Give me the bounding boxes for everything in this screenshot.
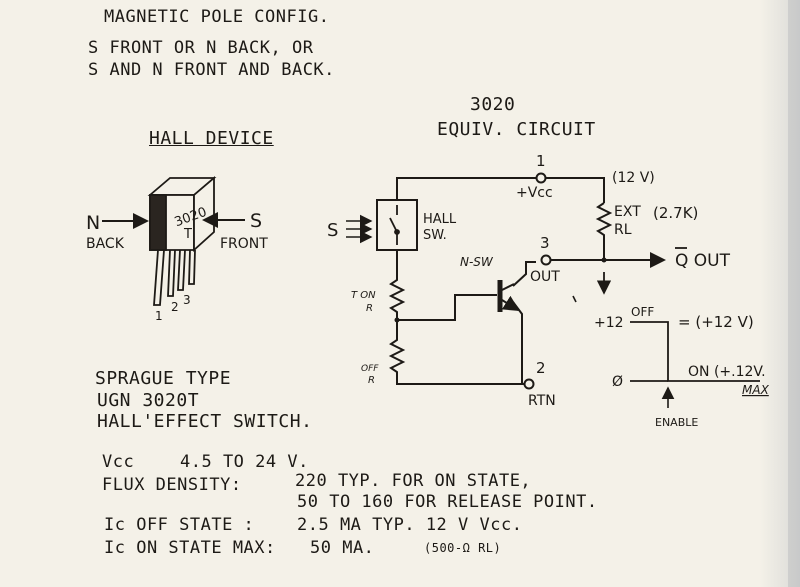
pole-config-line-2: S AND N FRONT AND BACK. [88, 60, 335, 80]
rtn-label: RTN [528, 393, 556, 409]
device-marking-t: T [183, 227, 192, 242]
spec-vcc-label: Vcc [102, 452, 135, 472]
rl-label: RL [614, 222, 632, 238]
timing-max: MAX [742, 383, 770, 397]
timing-plus12: +12 [594, 315, 624, 331]
spec-ic-off-value: 2.5 MA TYP. 12 V Vcc. [297, 515, 523, 535]
device-pin-3: 3 [183, 293, 191, 307]
hall-sw-label-2: SW. [423, 228, 447, 243]
ton-r-label: R [366, 303, 373, 314]
scan-edge-shadow [760, 0, 800, 587]
circuit-pin-1: 1 [536, 152, 546, 170]
part-number-line: UGN 3020T [97, 390, 200, 411]
circuit-title-number: 3020 [470, 94, 516, 115]
circuit-s-label: S [327, 220, 338, 241]
hall-device-package [147, 176, 217, 306]
stray-mark [572, 295, 577, 303]
spec-flux-value-2: 50 TO 160 FOR RELEASE POINT. [297, 492, 598, 512]
device-label-s: S [250, 210, 262, 232]
vcc-label: +Vcc [516, 185, 553, 201]
off-label: OFF [361, 364, 379, 374]
field-arrows [346, 214, 373, 244]
sprague-type-line: SPRAGUE TYPE [95, 368, 232, 389]
scan-edge-border [788, 0, 800, 587]
terminal-pin-3 [540, 254, 552, 266]
hall-effect-switch-line: HALL'EFFECT SWITCH. [97, 411, 313, 432]
pole-config-line-1: S FRONT OR N BACK, OR [88, 38, 314, 58]
spec-ic-on-value: 50 MA. [310, 538, 375, 558]
enable-waveform [630, 321, 760, 382]
circuit-wiring [376, 177, 613, 385]
spec-flux-label: FLUX DENSITY: [102, 475, 242, 495]
supply-label: (12 V) [612, 170, 655, 186]
timing-enable: ENABLE [655, 416, 698, 429]
terminal-pin-1 [535, 172, 547, 184]
device-pin-2: 2 [171, 300, 179, 314]
divider-node-dot [394, 317, 400, 323]
timing-zero: Ø [612, 374, 623, 390]
ext-value: (2.7K) [653, 204, 698, 222]
timing-off: OFF [631, 305, 654, 319]
device-label-front: FRONT [220, 236, 268, 252]
device-pin-1: 1 [155, 309, 163, 323]
hall-switch-contact [389, 205, 400, 245]
hall-device-title: HALL DEVICE [149, 128, 274, 149]
q-out-label: Q OUT [675, 251, 731, 271]
nsw-label: N-SW [460, 255, 494, 269]
ext-label: EXT [614, 204, 641, 220]
spec-flux-value-1: 220 TYP. FOR ON STATE, [295, 471, 532, 491]
spec-ic-on-label: Ic ON STATE MAX: [104, 538, 276, 558]
circuit-pin-2: 2 [536, 359, 546, 377]
device-label-n: N [86, 212, 100, 234]
circuit-pin-3: 3 [540, 234, 550, 252]
transistor-collector [501, 283, 515, 291]
spec-vcc-value: 4.5 TO 24 V. [180, 452, 309, 472]
pole-config-title: MAGNETIC POLE CONFIG. [104, 7, 330, 27]
circuit-title: EQUIV. CIRCUIT [437, 119, 596, 140]
terminal-pin-2 [523, 378, 535, 390]
hall-sw-label: HALL [423, 212, 457, 227]
spec-ic-on-note: (500-Ω RL) [424, 541, 502, 555]
timing-off-eq: = (+12 V) [678, 313, 754, 331]
device-label-back: BACK [86, 236, 125, 252]
spec-ic-off-label: Ic OFF STATE : [104, 515, 255, 535]
ton-label: T ON [351, 290, 376, 301]
timing-on: ON (+.12V. [688, 364, 766, 380]
off-r-label: R [368, 375, 375, 386]
out-label: OUT [530, 269, 560, 285]
transistor-emitter [501, 295, 520, 312]
